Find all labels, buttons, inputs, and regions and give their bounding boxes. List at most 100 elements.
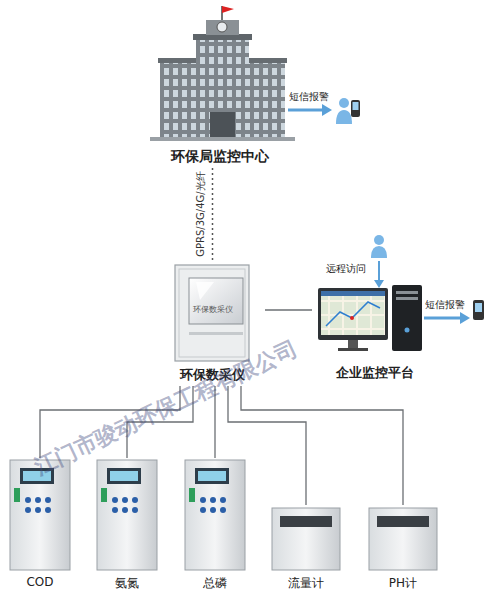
analyzer-cabinet	[122, 507, 128, 513]
computer-icon	[318, 288, 388, 340]
analyzer-cabinet	[112, 507, 118, 513]
analyzer-cabinet	[45, 507, 51, 513]
analyzer-cabinet	[189, 488, 195, 502]
analyzer: 氨氮	[92, 458, 162, 594]
signal-wire	[265, 309, 312, 310]
phone-icon	[473, 300, 484, 320]
remote-access-label: 远程访问	[326, 262, 366, 276]
device-housing	[175, 265, 249, 361]
sms-alert-arrow	[288, 109, 324, 112]
building-icon	[217, 22, 227, 32]
analyzer-cabinet	[25, 507, 31, 513]
remote-user-icon	[374, 235, 384, 245]
phone-icon	[473, 300, 484, 320]
analyzer-cabinet	[35, 507, 41, 513]
analyzer-cabinet	[200, 507, 206, 513]
analyzer-cabinet	[112, 497, 118, 503]
building-icon	[196, 38, 249, 138]
analyzer-cabinet	[122, 497, 128, 503]
analyzer-cabinet	[132, 497, 138, 503]
building-icon	[150, 6, 295, 141]
node-label: 环保局监控中心	[150, 148, 290, 166]
meter-box	[369, 508, 437, 570]
remote-user-icon	[374, 280, 384, 288]
node-label: 环保数采仪	[160, 304, 265, 315]
analyzer-cabinet	[97, 460, 157, 570]
analyzer-cabinet	[185, 460, 245, 570]
node-label: COD	[5, 575, 75, 589]
analyzer-cabinet	[195, 468, 229, 484]
enterprise-platform: 企业监控平台	[312, 280, 437, 386]
person-phone-icon	[351, 100, 360, 117]
meter-box	[280, 516, 332, 527]
sms-alert-arrow	[322, 104, 332, 116]
device-housing	[189, 332, 243, 335]
analyzer-cabinet	[220, 497, 226, 503]
analyzer-cabinet	[210, 507, 216, 513]
analyzer-cabinet	[200, 497, 206, 503]
network-link	[212, 168, 214, 262]
edge-label: GPRS/3G/4G/光纤	[194, 170, 208, 257]
node-label: 流量计	[268, 575, 344, 592]
building-icon	[160, 62, 200, 138]
person-phone-icon	[339, 98, 349, 108]
building-icon	[222, 6, 234, 13]
analyzer-cabinet	[220, 507, 226, 513]
signal-wire	[228, 386, 306, 505]
analyzer-cabinet	[45, 497, 51, 503]
sms-alert-label: 短信报警	[289, 90, 329, 104]
node-label: 企业监控平台	[312, 364, 437, 382]
analyzer-cabinet	[132, 507, 138, 513]
person-phone-icon	[336, 98, 360, 124]
analyzer-cabinet	[110, 471, 138, 481]
computer-icon	[396, 291, 418, 294]
device-housing	[179, 269, 245, 357]
analyzer-cabinet	[101, 488, 107, 502]
computer-icon	[318, 285, 422, 351]
computer-icon	[405, 328, 410, 333]
node-label: 氨氮	[92, 575, 162, 592]
monitoring-center: 环保局监控中心	[150, 4, 290, 168]
node-label: PH计	[365, 575, 441, 592]
analyzer-cabinet	[25, 497, 31, 503]
sms-alert-arrow	[424, 312, 470, 324]
phone-icon	[475, 303, 482, 312]
meter: PH计	[365, 505, 441, 594]
device-housing	[175, 265, 249, 361]
computer-icon	[321, 291, 385, 335]
meter-box	[272, 508, 340, 570]
computer-icon	[321, 291, 385, 296]
remote-user-icon	[371, 235, 387, 288]
meter-box	[377, 516, 429, 527]
person-phone-icon	[336, 110, 352, 124]
building-icon	[210, 112, 235, 138]
remote-user-icon	[378, 261, 380, 282]
person-phone-icon	[353, 102, 359, 110]
analyzer-cabinet	[107, 468, 141, 484]
building-icon	[150, 137, 295, 141]
computer-icon	[348, 340, 358, 348]
analyzer-cabinet	[97, 460, 157, 570]
signal-wire	[241, 386, 403, 505]
analyzer: 总磷	[180, 458, 250, 594]
remote-user-icon	[371, 246, 387, 258]
analyzer-cabinet	[210, 497, 216, 503]
computer-icon	[396, 297, 418, 300]
computer-icon	[338, 348, 368, 351]
building-icon	[245, 62, 285, 138]
meter-box	[272, 508, 340, 570]
building-icon	[206, 20, 239, 35]
meter-box	[369, 508, 437, 570]
meter: 流量计	[268, 505, 344, 594]
sms-alert-arrow	[460, 312, 470, 324]
building-icon	[158, 58, 202, 63]
analyzer-cabinet	[185, 460, 245, 570]
computer-icon	[392, 285, 422, 351]
watermark: 江门市骏动环保工程有限公司	[30, 334, 302, 482]
device-housing	[196, 282, 214, 300]
analyzer-cabinet	[35, 497, 41, 503]
sms-alert-arrow	[288, 104, 332, 116]
building-icon	[243, 58, 287, 63]
analyzer-cabinet	[198, 471, 226, 481]
